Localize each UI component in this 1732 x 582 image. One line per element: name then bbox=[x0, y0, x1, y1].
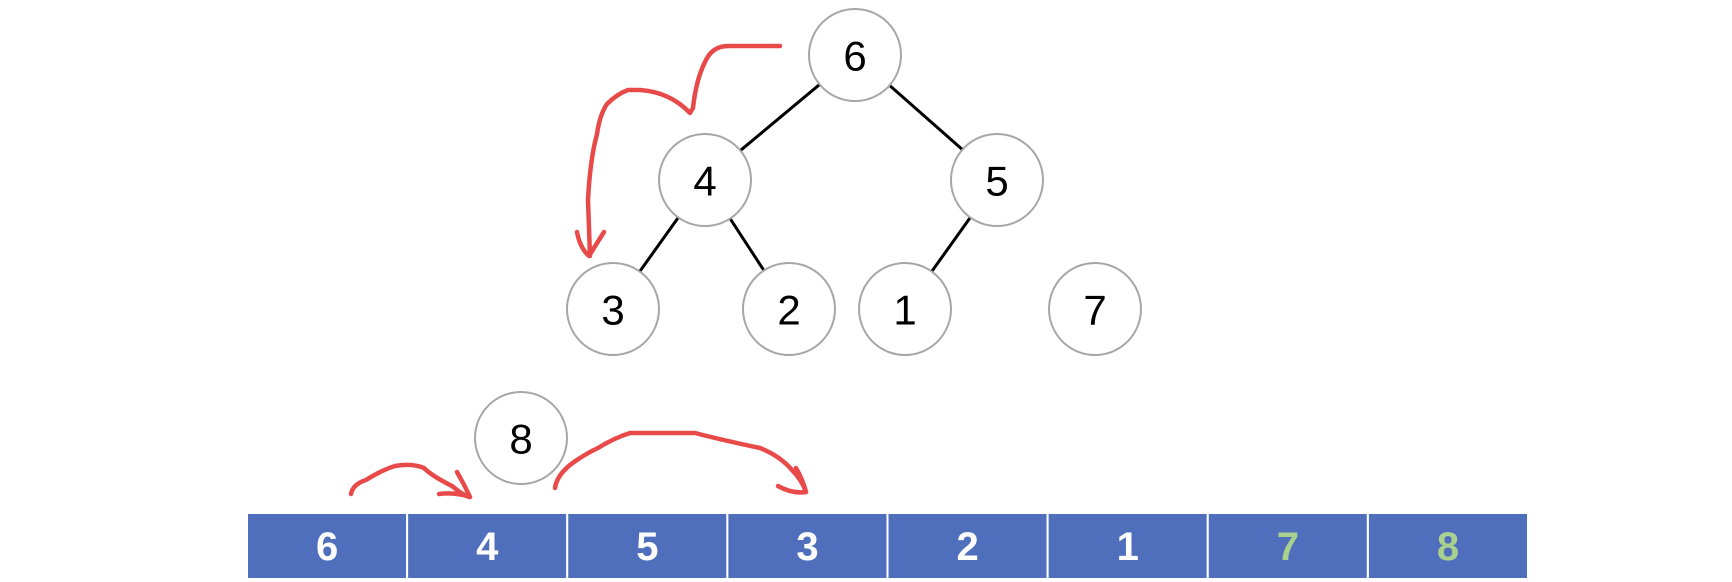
tree-nodes: 6 4 5 3 2 1 7 8 bbox=[474, 8, 1142, 485]
tree-edges bbox=[638, 82, 972, 274]
array-cell: 2 bbox=[886, 512, 1049, 580]
swap-arrows bbox=[348, 43, 809, 500]
node-label: 7 bbox=[1083, 287, 1106, 334]
node-label: 3 bbox=[601, 287, 624, 334]
node-label: 8 bbox=[509, 416, 532, 463]
node-root: 6 bbox=[808, 8, 902, 102]
array-cell-box bbox=[246, 512, 409, 580]
tree-edge bbox=[930, 215, 972, 274]
arrow-array-6-to-4 bbox=[348, 462, 473, 500]
array-cell-box bbox=[1206, 512, 1369, 580]
node-left-child: 4 bbox=[658, 133, 752, 227]
node-label: 5 bbox=[985, 158, 1008, 205]
array-cell-label: 1 bbox=[1117, 525, 1139, 569]
array-cell-label: 4 bbox=[476, 525, 499, 569]
node-left-right: 2 bbox=[742, 262, 836, 356]
array-cell-box bbox=[1366, 512, 1529, 580]
tree-edge bbox=[728, 217, 766, 272]
tree-edge bbox=[888, 83, 964, 152]
arrow-array-5-to-3 bbox=[552, 430, 809, 495]
array-cell: 8 bbox=[1366, 512, 1529, 580]
array-cell: 6 bbox=[246, 512, 409, 580]
array-cell-label: 7 bbox=[1277, 525, 1299, 569]
node-label: 1 bbox=[893, 287, 916, 334]
heap-array: 6 4 5 3 2 1 7 8 bbox=[246, 512, 1529, 580]
node-detached: 7 bbox=[1048, 262, 1142, 356]
node-label: 2 bbox=[777, 287, 800, 334]
node-left-left: 3 bbox=[566, 262, 660, 356]
node-circle bbox=[950, 133, 1044, 227]
tree-edge bbox=[738, 82, 822, 153]
array-cell-label: 5 bbox=[636, 525, 658, 569]
array-cell: 3 bbox=[726, 512, 889, 580]
array-cell-label: 3 bbox=[796, 525, 818, 569]
node-label: 4 bbox=[693, 158, 716, 205]
node-circle bbox=[1048, 262, 1142, 356]
array-cell-box bbox=[886, 512, 1049, 580]
array-cell: 4 bbox=[406, 512, 569, 580]
node-circle bbox=[742, 262, 836, 356]
arrow-root-to-left-left bbox=[585, 43, 783, 259]
array-cell: 7 bbox=[1206, 512, 1369, 580]
node-circle bbox=[474, 391, 568, 485]
tree-edge bbox=[638, 215, 680, 274]
array-cell-box bbox=[566, 512, 729, 580]
array-cell-label: 2 bbox=[956, 525, 978, 569]
array-cell-label: 8 bbox=[1437, 525, 1459, 569]
node-circle bbox=[658, 133, 752, 227]
array-cell-label: 6 bbox=[316, 525, 338, 569]
array-cell-box bbox=[406, 512, 569, 580]
arrow-array-5-to-3-head bbox=[775, 465, 809, 495]
array-cell: 5 bbox=[566, 512, 729, 580]
arrow-array-6-to-4-head bbox=[436, 469, 473, 500]
node-floating: 8 bbox=[474, 391, 568, 485]
node-right-child: 5 bbox=[950, 133, 1044, 227]
node-circle bbox=[858, 262, 952, 356]
arrow-root-to-left-left-head bbox=[574, 229, 607, 259]
node-circle bbox=[566, 262, 660, 356]
node-label: 6 bbox=[843, 33, 866, 80]
node-right-left: 1 bbox=[858, 262, 952, 356]
node-circle bbox=[808, 8, 902, 102]
array-cell-box bbox=[1046, 512, 1209, 580]
array-cell: 1 bbox=[1046, 512, 1209, 580]
